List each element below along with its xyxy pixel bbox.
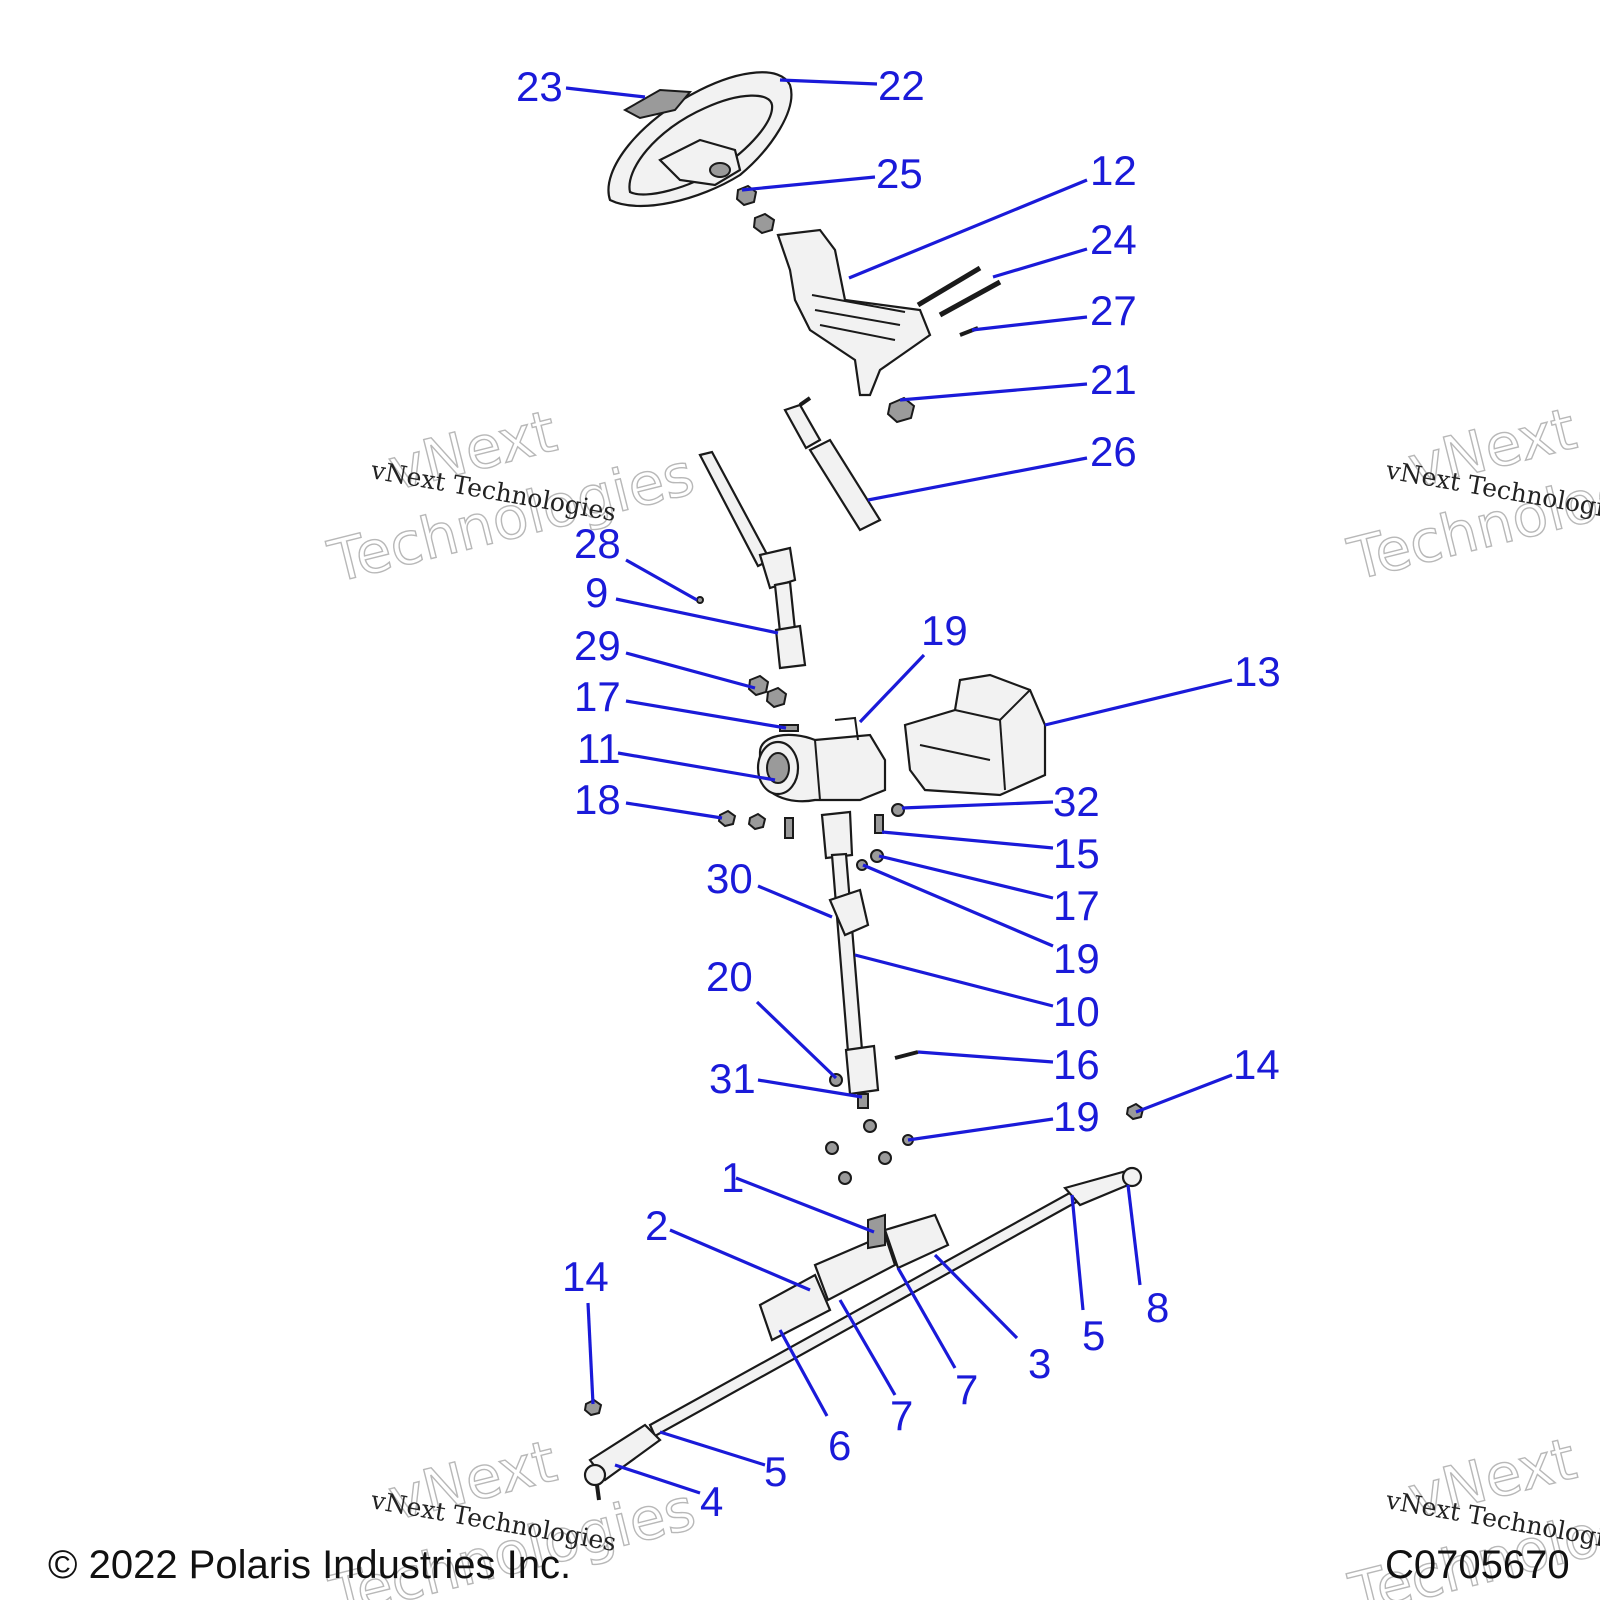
callout-12: 12 — [1090, 147, 1137, 194]
nut-part — [747, 674, 788, 709]
callout-31: 31 — [709, 1055, 756, 1102]
callout-11: 11 — [577, 725, 621, 772]
boot-part — [828, 888, 870, 937]
steering-cover-part — [903, 673, 1047, 797]
steering-wheel-part — [607, 71, 793, 208]
callout-19: 19 — [921, 607, 968, 654]
callout-32: 32 — [1053, 778, 1100, 825]
callout-6: 6 — [828, 1422, 851, 1469]
callout-7: 7 — [890, 1392, 913, 1439]
tilt-bracket-part — [776, 228, 932, 397]
hardware-part — [717, 724, 905, 871]
callout-27: 27 — [1090, 287, 1137, 334]
callout-24: 24 — [1090, 216, 1137, 263]
copyright-text: © 2022 Polaris Industries Inc. — [48, 1543, 571, 1587]
nuts-part — [825, 1119, 914, 1185]
bolts-part — [916, 265, 1002, 318]
gas-strut-part — [783, 396, 882, 532]
callout-19: 19 — [1053, 935, 1100, 982]
callout-30: 30 — [706, 855, 753, 902]
callout-5: 5 — [1082, 1312, 1105, 1359]
callout-28: 28 — [574, 520, 621, 567]
callout-4: 4 — [700, 1478, 723, 1525]
callout-14: 14 — [1233, 1041, 1280, 1088]
callout-15: 15 — [1053, 830, 1100, 877]
callout-21: 21 — [1090, 356, 1137, 403]
callout-7: 7 — [955, 1366, 978, 1413]
power-steering-unit-part — [756, 716, 887, 803]
nut-part — [1125, 1102, 1145, 1121]
figure-code: C0705670 — [1385, 1543, 1570, 1587]
steering-rack-part — [583, 1166, 1143, 1501]
bolt-part — [894, 1050, 919, 1060]
callout-17: 17 — [574, 673, 621, 720]
callout-13: 13 — [1234, 648, 1281, 695]
callout-9: 9 — [585, 569, 608, 616]
callout-10: 10 — [1053, 988, 1100, 1035]
callout-3: 3 — [1028, 1340, 1051, 1387]
callout-8: 8 — [1146, 1284, 1169, 1331]
nut-part — [886, 396, 916, 424]
callout-23: 23 — [516, 63, 563, 110]
callout-1: 1 — [721, 1154, 744, 1201]
callout-2: 2 — [645, 1202, 668, 1249]
callout-18: 18 — [574, 776, 621, 823]
callout-22: 22 — [878, 62, 925, 109]
upper-steering-shaft-part — [698, 450, 807, 670]
callout-16: 16 — [1053, 1041, 1100, 1088]
callout-25: 25 — [876, 150, 923, 197]
callout-17: 17 — [1053, 882, 1100, 929]
steering-wheel-cap-part — [622, 88, 693, 120]
callout-19: 19 — [1053, 1093, 1100, 1140]
callout-numbers: 23 22 25 12 24 27 21 26 28 9 29 17 19 13… — [516, 62, 1281, 1525]
nut-part — [735, 184, 776, 235]
pin-part — [696, 596, 704, 604]
callout-14: 14 — [562, 1253, 609, 1300]
callout-29: 29 — [574, 622, 621, 669]
callout-26: 26 — [1090, 428, 1137, 475]
callout-5: 5 — [764, 1448, 787, 1495]
leader-lines — [565, 78, 1233, 1495]
callout-20: 20 — [706, 953, 753, 1000]
